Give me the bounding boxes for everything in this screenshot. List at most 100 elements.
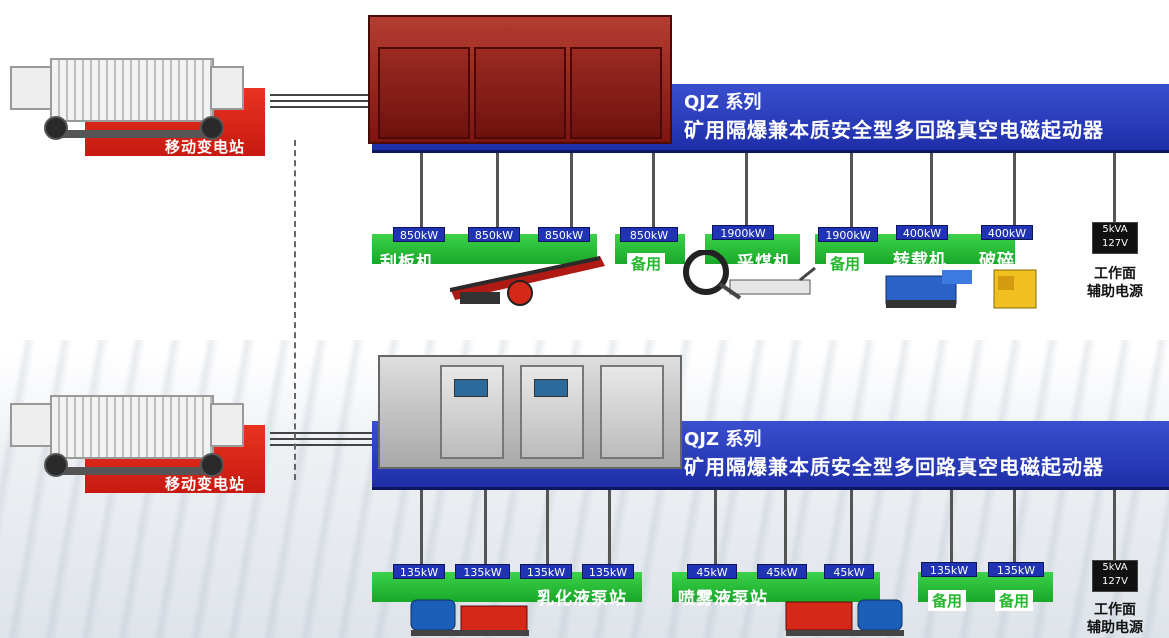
load-label: 转载机 xyxy=(893,251,947,271)
power-tag: 135kW xyxy=(988,562,1044,577)
feeder-line xyxy=(652,153,655,228)
feeder-line xyxy=(1013,490,1016,565)
feeder-line xyxy=(1013,153,1016,228)
feeder-line xyxy=(420,490,423,565)
spare-label: 备用 xyxy=(826,253,865,274)
power-tag: 135kW xyxy=(921,562,977,577)
aux-label: 工作面 辅助电源 xyxy=(1080,601,1150,637)
substation-transformer-body xyxy=(50,58,214,122)
power-tag: 850kW xyxy=(468,227,520,242)
aux-label: 工作面 辅助电源 xyxy=(1080,265,1150,301)
feeder-line xyxy=(1113,490,1116,560)
dashed-link-line xyxy=(294,140,296,480)
power-tag: 45kW xyxy=(687,564,737,579)
load-label: 刮板机 xyxy=(380,253,434,273)
power-tag: 400kW xyxy=(896,225,948,240)
substation-cabinet xyxy=(10,66,54,110)
starter-cabinet-red xyxy=(368,15,672,144)
power-tag: 135kW xyxy=(582,564,634,579)
wheel-icon xyxy=(200,116,224,140)
wheel-icon xyxy=(44,116,68,140)
spray-pump-icon xyxy=(785,599,904,636)
display-screen xyxy=(534,379,568,397)
wheel-icon xyxy=(44,453,68,477)
substation-cabinet xyxy=(10,403,54,447)
feeder-line xyxy=(608,490,611,565)
cable-line xyxy=(270,444,375,446)
banner-title: 矿用隔爆兼本质安全型多回路真空电磁起动器 xyxy=(684,455,1104,479)
banner-series: QJZ 系列 xyxy=(684,92,762,113)
power-tag: 45kW xyxy=(824,564,874,579)
substation-label: 移动变电站 xyxy=(165,475,246,493)
display-screen xyxy=(454,379,488,397)
spare-label: 备用 xyxy=(995,590,1034,611)
wheel-icon xyxy=(200,453,224,477)
aux-label-line1: 工作面 xyxy=(1094,602,1136,618)
feeder-line xyxy=(950,490,953,565)
power-tag: 400kW xyxy=(981,225,1033,240)
substation-sled xyxy=(50,130,210,138)
load-label: 喷雾液泵站 xyxy=(678,589,768,609)
substation-cabinet xyxy=(210,66,244,110)
load-label: 破碎机 xyxy=(979,251,1015,296)
scraper-conveyor-icon xyxy=(450,256,605,306)
substation-sled xyxy=(50,467,210,475)
feeder-line xyxy=(745,153,748,228)
load-label: 采煤机 xyxy=(737,253,791,273)
cabinet-door xyxy=(440,365,504,459)
cabinet-door xyxy=(378,47,470,139)
feeder-line xyxy=(1113,153,1116,225)
cable-line xyxy=(270,94,370,96)
stage-loader-icon xyxy=(885,270,972,308)
starter-cabinet-grey xyxy=(378,355,682,469)
substation-cabinet xyxy=(210,403,244,447)
cable-line xyxy=(270,432,375,434)
feeder-line xyxy=(714,490,717,565)
banner-title: 矿用隔爆兼本质安全型多回路真空电磁起动器 xyxy=(684,118,1104,142)
load-label: 乳化液泵站 xyxy=(537,589,627,609)
crusher-icon xyxy=(993,269,1037,309)
power-tag: 850kW xyxy=(393,227,445,242)
feeder-line xyxy=(850,153,853,228)
power-tag: 850kW xyxy=(620,227,678,242)
feeder-line xyxy=(784,490,787,565)
power-tag: 135kW xyxy=(455,564,510,579)
aux-volt: 127V xyxy=(1102,576,1128,587)
aux-power-box: 5kVA 127V xyxy=(1092,560,1138,592)
feeder-line xyxy=(420,153,423,228)
feeder-line xyxy=(484,490,487,565)
power-tag: 135kW xyxy=(393,564,445,579)
aux-label-line2: 辅助电源 xyxy=(1087,284,1143,300)
cable-line xyxy=(270,106,370,108)
aux-kva: 5kVA xyxy=(1102,562,1128,573)
mobile-substation-bottom: 移动变电站 xyxy=(0,385,270,495)
aux-label-line2: 辅助电源 xyxy=(1087,620,1143,636)
spare-label: 备用 xyxy=(928,590,967,611)
aux-power-box: 5kVA 127V xyxy=(1092,222,1138,254)
aux-volt: 127V xyxy=(1102,238,1128,249)
banner-series: QJZ 系列 xyxy=(684,429,762,450)
power-tag: 1900kW xyxy=(712,225,774,240)
power-tag: 850kW xyxy=(538,227,590,242)
substation-transformer-body xyxy=(50,395,214,459)
feeder-line xyxy=(850,490,853,565)
feeder-line xyxy=(570,153,573,228)
power-tag: 45kW xyxy=(757,564,807,579)
substation-label: 移动变电站 xyxy=(165,138,246,156)
feeder-line xyxy=(496,153,499,228)
power-tag: 1900kW xyxy=(818,227,878,242)
cabinet-door xyxy=(474,47,566,139)
mobile-substation-top: 移动变电站 xyxy=(0,48,270,158)
emulsion-pump-icon xyxy=(410,599,529,636)
feeder-line xyxy=(546,490,549,565)
cabinet-door xyxy=(520,365,584,459)
cabinet-door xyxy=(600,365,664,459)
aux-label-line1: 工作面 xyxy=(1094,266,1136,282)
feeder-line xyxy=(930,153,933,228)
spare-label: 备用 xyxy=(627,253,666,274)
aux-kva: 5kVA xyxy=(1102,224,1128,235)
power-tag: 135kW xyxy=(520,564,572,579)
cable-line xyxy=(270,100,370,102)
shearer-icon xyxy=(683,250,816,300)
cabinet-door xyxy=(570,47,662,139)
